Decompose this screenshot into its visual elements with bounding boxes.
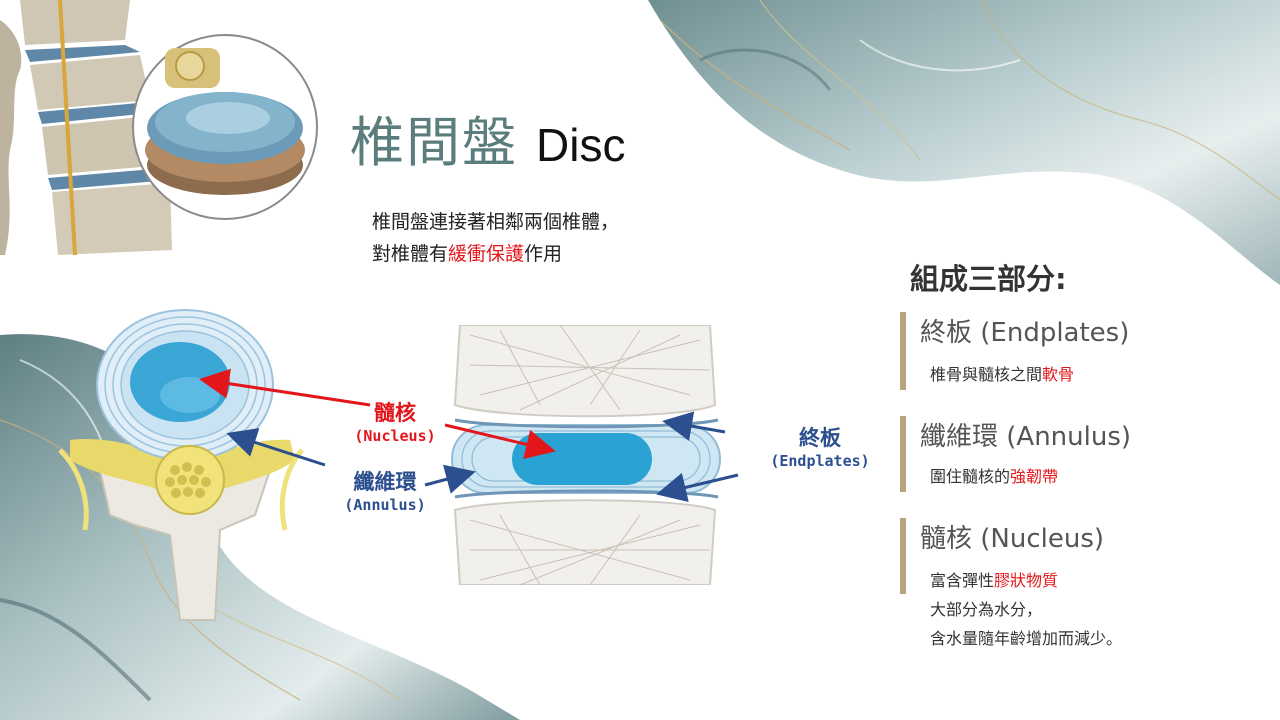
part-description-plain: 椎骨與髓核之間 (930, 365, 1043, 384)
part-description-highlight: 軟骨 (1042, 365, 1075, 384)
endplates-label-en: (Endplates) (770, 452, 870, 470)
nucleus-label: 髓核 (Nucleus) (340, 397, 450, 445)
disc-side-view-illustration (451, 325, 721, 585)
title-english: Disc (536, 119, 626, 171)
intro-highlight: 緩衝保護 (448, 243, 525, 265)
intro-line-2-pre: 對椎體有 (372, 243, 449, 265)
part-description-extra-2: 含水量隨年齡增加而減少。 (930, 629, 1123, 648)
part-description: 椎骨與髓核之間軟骨 (930, 360, 1074, 389)
part-name: 髓核 (Nucleus) (920, 524, 1105, 554)
part-description: 圍住髓核的強韌帶 (930, 462, 1058, 491)
endplates-label: 終板 (Endplates) (752, 422, 888, 470)
part-description-plain: 圍住髓核的 (930, 467, 1011, 486)
spine-illustration (0, 0, 330, 255)
page-title: 椎間盤 Disc (350, 98, 625, 177)
title-chinese: 椎間盤 (350, 111, 518, 174)
part-description: 富含彈性膠狀物質 大部分為水分， 含水量隨年齡增加而減少。 (930, 566, 1122, 653)
part-accent-bar (900, 518, 906, 594)
part-description-plain: 富含彈性 (930, 571, 995, 590)
magnified-disc-circle (132, 34, 318, 220)
endplates-label-zh: 終板 (799, 426, 841, 450)
part-accent-bar (900, 416, 906, 492)
part-description-extra-1: 大部分為水分， (930, 600, 1043, 619)
composition-heading: 組成三部分: (910, 262, 1067, 296)
annulus-label-zh: 纖維環 (353, 470, 417, 494)
intro-line-2: 對椎體有緩衝保護作用 (372, 238, 619, 270)
part-name: 纖維環 (Annulus) (920, 422, 1132, 452)
annulus-label-en: (Annulus) (344, 496, 426, 514)
nucleus-label-en: (Nucleus) (354, 427, 436, 445)
annulus-label: 纖維環 (Annulus) (325, 466, 445, 514)
intro-line-2-post: 作用 (524, 243, 563, 265)
intro-text: 椎間盤連接著相鄰兩個椎體， 對椎體有緩衝保護作用 (372, 206, 619, 270)
part-accent-bar (900, 312, 906, 390)
nucleus-label-zh: 髓核 (374, 401, 416, 425)
part-name: 終板 (Endplates) (920, 318, 1130, 348)
intro-line-1: 椎間盤連接著相鄰兩個椎體， (372, 211, 620, 233)
disc-top-view-illustration (58, 309, 304, 621)
part-description-highlight: 強韌帶 (1010, 467, 1059, 486)
part-description-highlight: 膠狀物質 (994, 571, 1059, 590)
